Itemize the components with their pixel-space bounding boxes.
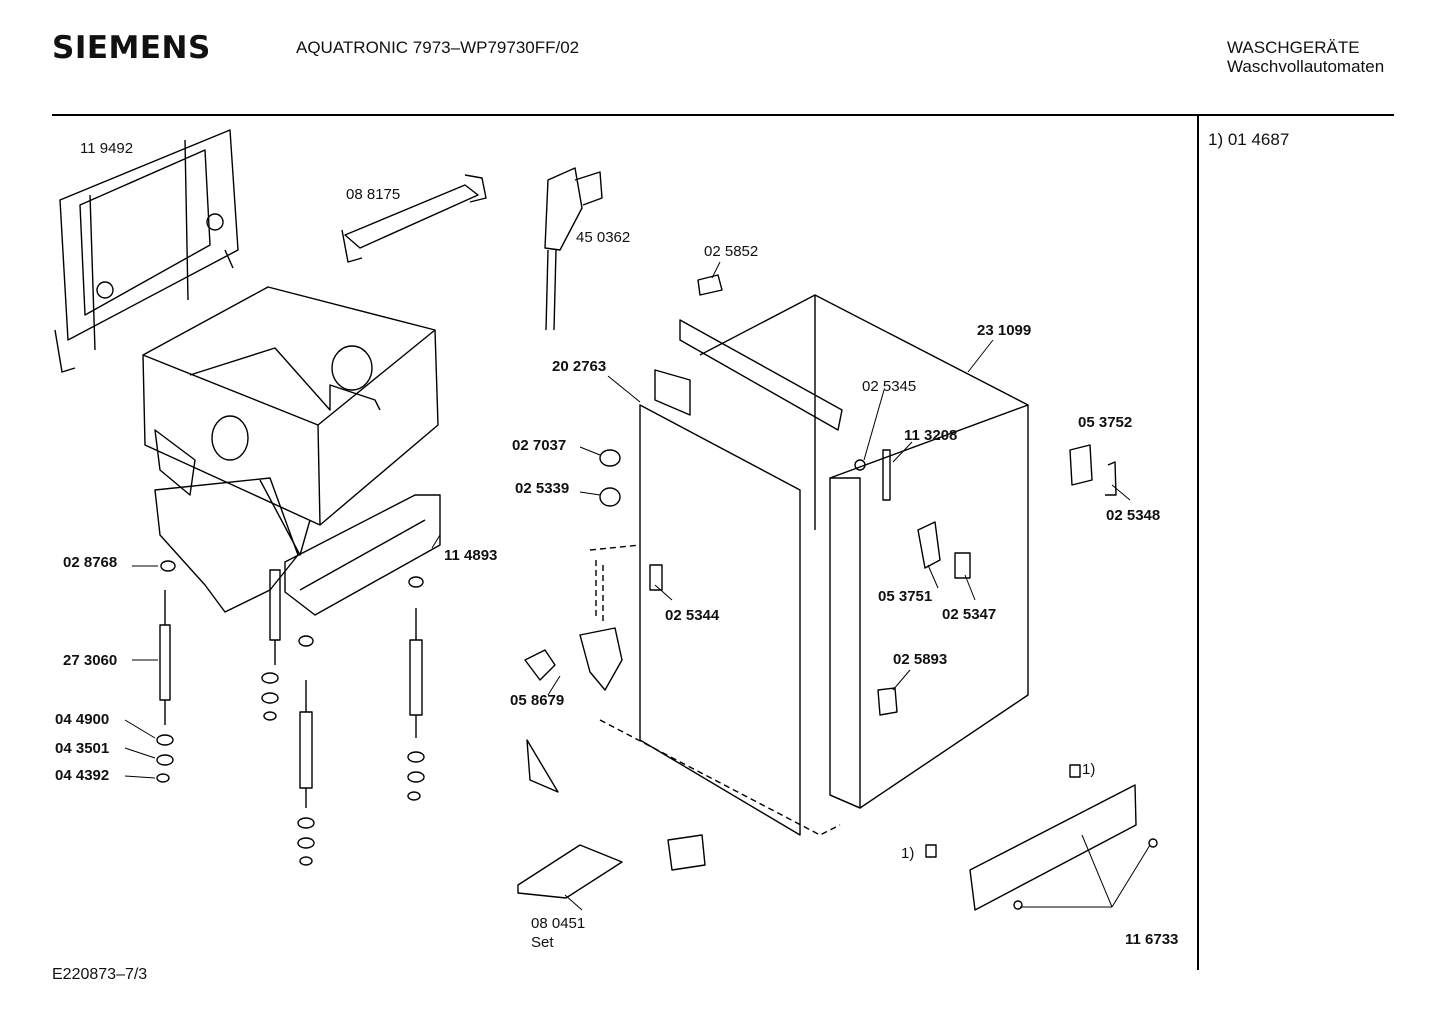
- part-label: 02 5852: [704, 243, 759, 260]
- part-label: 04 3501: [55, 740, 110, 757]
- brand-logo: SIEMENS: [52, 30, 211, 66]
- document-id: E220873–7/3: [52, 966, 148, 983]
- part-label: 05 3751: [878, 588, 933, 605]
- part-label: 04 4900: [55, 711, 110, 728]
- small-parts-drawing: [517, 274, 1158, 911]
- part-label: 05 8679: [510, 692, 565, 709]
- part-label-suffix: Set: [531, 934, 554, 951]
- category-heading: WASCHGERÄTE Waschvollautomaten: [1227, 38, 1384, 76]
- part-label: 05 3752: [1078, 414, 1133, 431]
- wrench-drawing: [341, 174, 487, 263]
- part-label: 11 9492: [80, 140, 134, 157]
- footnote-reference: 1) 01 4687: [1208, 130, 1290, 149]
- mounting-frame-drawing: [54, 129, 239, 373]
- part-label: 02 5345: [862, 378, 917, 395]
- model-title: AQUATRONIC 7973–WP79730FF/02: [296, 38, 580, 57]
- category-line-2: Waschvollautomaten: [1227, 57, 1385, 76]
- part-label: 20 2763: [552, 358, 607, 375]
- part-label: 02 5339: [515, 480, 570, 497]
- part-label: 02 7037: [512, 437, 567, 454]
- leader-lines: [124, 261, 1151, 911]
- shock-absorbers-drawing: [156, 560, 425, 866]
- part-label: 08 8175: [346, 186, 401, 203]
- footnote-marker: 1): [1082, 761, 1096, 778]
- part-label: 11 3208: [904, 427, 958, 444]
- power-plug-drawing: [544, 167, 603, 331]
- header-divider: [52, 114, 1394, 116]
- part-label: 45 0362: [576, 229, 631, 246]
- category-line-1: WASCHGERÄTE: [1227, 38, 1360, 57]
- part-label: 27 3060: [63, 652, 118, 669]
- cabinet-drawing: [589, 294, 1029, 836]
- part-label: 02 5348: [1106, 507, 1161, 524]
- part-label: 08 0451: [531, 915, 586, 932]
- part-label: 02 5347: [942, 606, 997, 623]
- part-label: 02 5344: [665, 607, 720, 624]
- tub-drawing: [142, 286, 441, 616]
- footnote-marker: 1): [901, 845, 915, 862]
- sidebar-divider: [1197, 116, 1199, 970]
- part-label: 11 4893: [444, 547, 498, 564]
- part-label: 23 1099: [977, 322, 1032, 339]
- part-label: 02 8768: [63, 554, 118, 571]
- part-label: 02 5893: [893, 651, 948, 668]
- part-label: 04 4392: [55, 767, 110, 784]
- part-label: 11 6733: [1125, 931, 1179, 948]
